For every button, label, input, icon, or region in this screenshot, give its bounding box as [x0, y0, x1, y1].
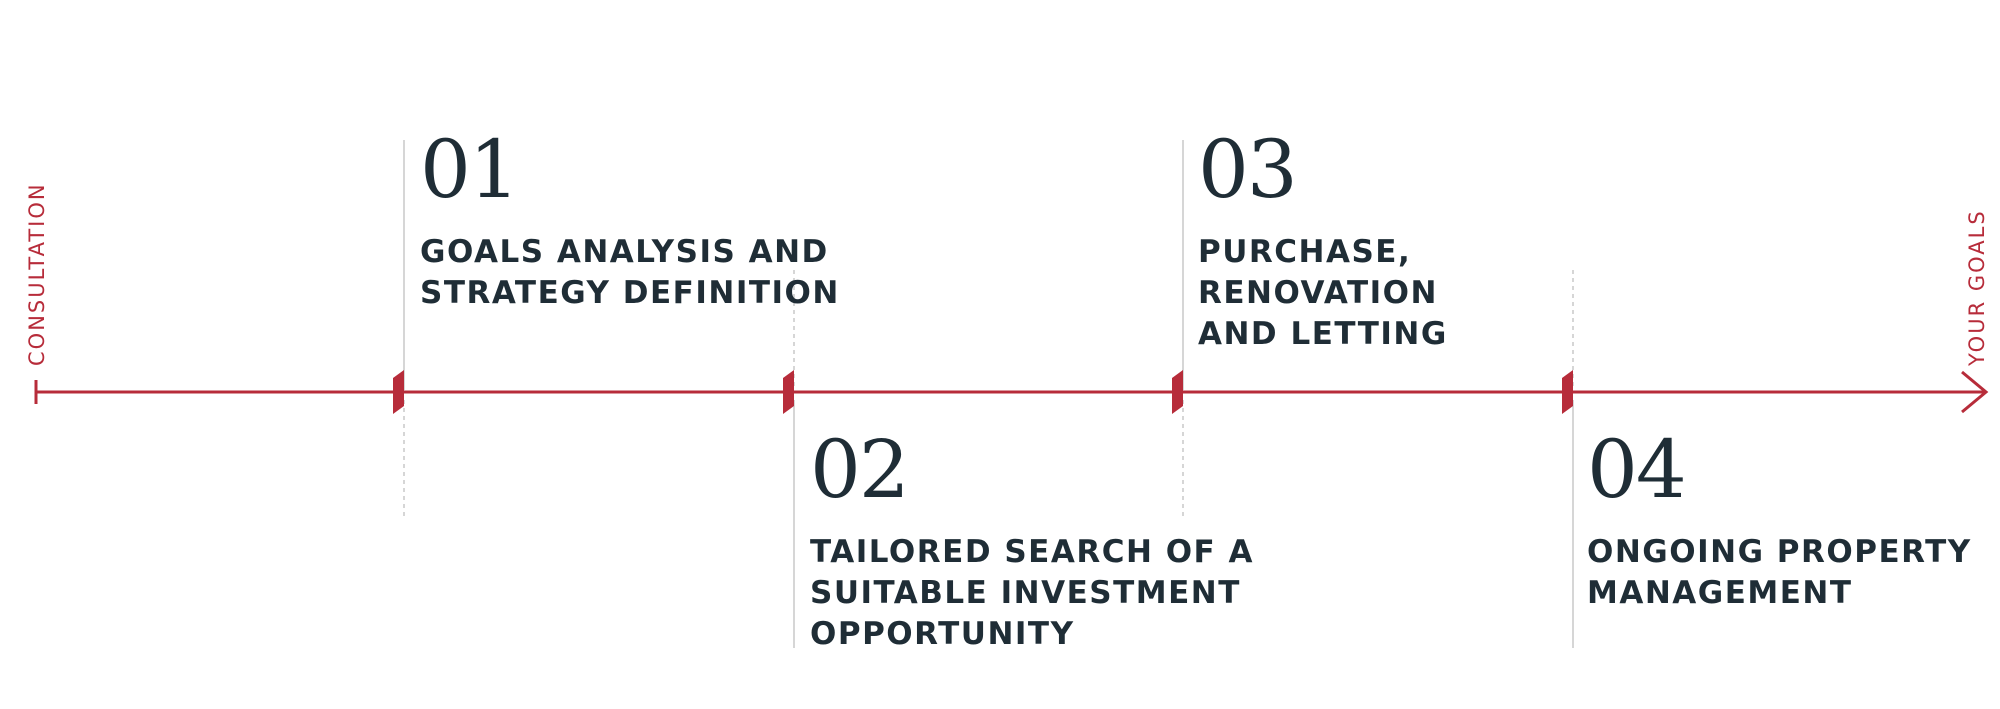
step-marker — [1172, 370, 1183, 414]
step-title-line: OPPORTUNITY — [810, 616, 1075, 652]
arrow-right-icon — [1961, 370, 1989, 414]
step-01: 01 GOALS ANALYSIS AND STRATEGY DEFINITIO… — [420, 130, 840, 314]
step-title-line: MANAGEMENT — [1587, 575, 1853, 611]
step-marker — [783, 370, 794, 414]
step-04: 04 ONGOING PROPERTY MANAGEMENT — [1587, 430, 1972, 614]
step-number: 01 — [420, 123, 520, 216]
step-marker — [393, 370, 404, 414]
step-marker — [1562, 370, 1573, 414]
timeline-start-label: CONSULTATION — [25, 182, 49, 366]
step-title-line: RENOVATION — [1198, 275, 1438, 311]
step-title-line: PURCHASE, — [1198, 234, 1412, 270]
step-02: 02 TAILORED SEARCH OF A SUITABLE INVESTM… — [810, 430, 1254, 655]
step-title: GOALS ANALYSIS AND STRATEGY DEFINITION — [420, 232, 840, 314]
step-number: 02 — [810, 423, 910, 516]
step-title: TAILORED SEARCH OF A SUITABLE INVESTMENT… — [810, 532, 1254, 655]
step-title-line: TAILORED SEARCH OF A — [810, 534, 1255, 570]
step-number: 04 — [1587, 423, 1687, 516]
timeline-end-label: YOUR GOALS — [1965, 209, 1989, 366]
step-number: 03 — [1198, 123, 1298, 216]
step-title-line: SUITABLE INVESTMENT — [810, 575, 1241, 611]
step-title-line: STRATEGY DEFINITION — [420, 275, 840, 311]
step-title-line: ONGOING PROPERTY — [1587, 534, 1972, 570]
step-title: ONGOING PROPERTY MANAGEMENT — [1587, 532, 1972, 614]
step-title-line: GOALS ANALYSIS AND — [420, 234, 829, 270]
step-03: 03 PURCHASE, RENOVATION AND LETTING — [1198, 130, 1448, 355]
step-title-line: AND LETTING — [1198, 316, 1448, 352]
step-title: PURCHASE, RENOVATION AND LETTING — [1198, 232, 1448, 355]
